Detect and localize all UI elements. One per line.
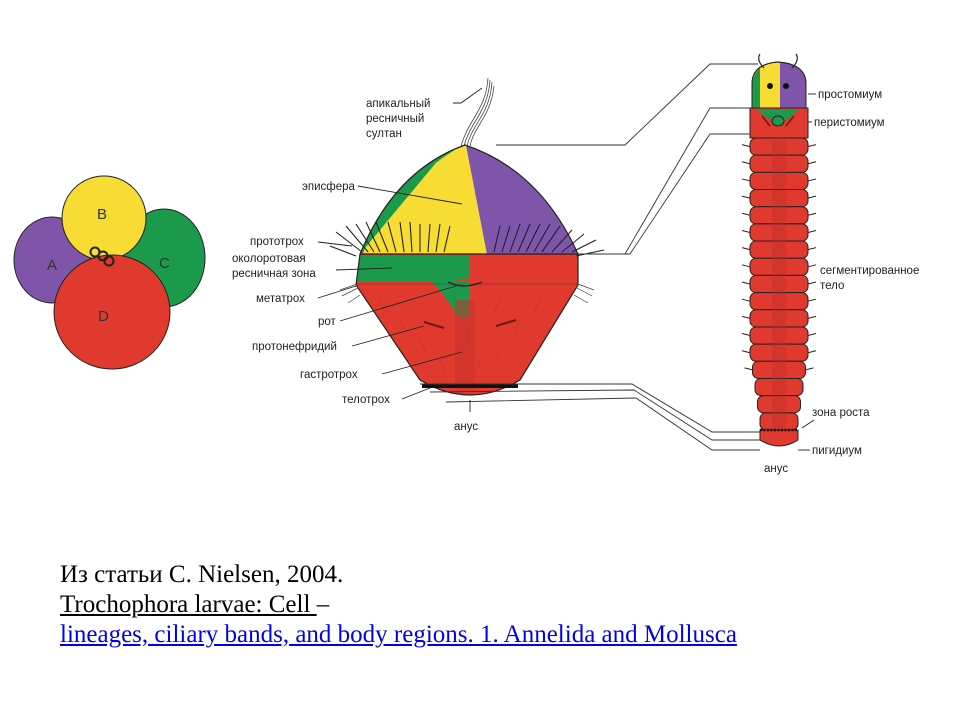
pygidium <box>759 429 799 447</box>
label-metatroch: метатрох <box>256 293 305 305</box>
prototroch-cilia <box>329 221 605 257</box>
trochophore-larva: апикальный ресничный султан эписфера про… <box>232 77 605 433</box>
chaetae <box>741 195 751 199</box>
label-telotroch: телотрох <box>342 394 390 406</box>
label-growth-zone: зона роста <box>812 407 870 419</box>
article-link[interactable]: lineages, ciliary bands, and body region… <box>60 621 737 648</box>
chaetae <box>807 247 817 251</box>
chaetae <box>741 264 751 268</box>
label-segmented-body-1: сегментированное <box>820 265 919 277</box>
chaetae <box>807 178 817 182</box>
label-mouth: рот <box>318 316 337 328</box>
label-pygidium: пигидиум <box>812 445 862 457</box>
label-segmented-body-2: тело <box>820 280 844 292</box>
label-episphere: эписфера <box>302 181 356 193</box>
cell-d <box>53 254 171 370</box>
label-prototroch: прототрох <box>250 236 304 248</box>
caption-dash: – <box>316 591 330 618</box>
chaetae <box>741 315 751 319</box>
caption-line-2: Trochophora larvae: Cell – <box>60 590 760 620</box>
prostomium <box>751 53 807 109</box>
chaetae <box>807 195 817 199</box>
chaetae <box>741 144 751 148</box>
chaetae <box>807 212 817 216</box>
chaetae <box>741 247 751 251</box>
chaetae <box>807 264 817 268</box>
label-protonephridium: протонефридий <box>252 341 337 353</box>
label-peristomium: перистомиум <box>814 117 885 129</box>
chaetae <box>807 281 817 285</box>
segmented-body <box>741 137 817 431</box>
apical-tuft <box>460 77 495 147</box>
chaetae <box>741 229 751 233</box>
four-cell-embryo: A B C D <box>13 175 206 370</box>
chaetae <box>741 178 751 182</box>
chaetae <box>741 161 751 165</box>
label-apical-tuft-2: ресничный <box>366 113 424 125</box>
caption-title-part: Trochophora larvae: Cell <box>60 591 317 618</box>
adult-annelid: простомиум перистомиум сегментированное … <box>741 53 919 475</box>
label-apical-tuft-3: султан <box>366 128 402 140</box>
cell-label-c: C <box>159 255 170 272</box>
chaetae <box>805 367 814 371</box>
polar-body <box>103 255 115 267</box>
chaetae <box>807 333 817 337</box>
chaetae <box>807 229 817 233</box>
protonephridium <box>495 318 517 328</box>
protonephridium <box>423 320 445 330</box>
label-gastrotroch: гастротрох <box>300 369 358 381</box>
label-prostomium: простомиум <box>818 89 882 101</box>
cell-label-b: B <box>97 206 107 223</box>
label-apical-tuft-1: апикальный <box>366 98 430 110</box>
chaetae <box>807 350 817 354</box>
chaetae <box>741 333 751 337</box>
chaetae <box>741 298 751 302</box>
chaetae <box>741 350 751 354</box>
gut <box>772 140 786 428</box>
peristomium <box>749 107 809 139</box>
connector-lines <box>420 63 760 451</box>
cell-label-d: D <box>98 308 109 325</box>
label-adoral-zone-1: околоротовая <box>232 253 306 265</box>
caption-line-1: Из статьи C. Nielsen, 2004. <box>60 561 344 588</box>
chaetae <box>744 367 753 371</box>
chaetae <box>807 298 817 302</box>
chaetae <box>807 161 817 165</box>
label-anus-larva: анус <box>454 421 478 433</box>
chaetae <box>807 144 817 148</box>
chaetae <box>741 281 751 285</box>
chaetae <box>807 315 817 319</box>
caption: Из статьи C. Nielsen, 2004. Trochophora … <box>60 560 760 650</box>
cell-label-a: A <box>47 257 57 274</box>
label-anus-adult: анус <box>764 463 788 475</box>
chaetae <box>741 212 751 216</box>
mouth <box>447 281 483 287</box>
label-adoral-zone-2: ресничная зона <box>232 268 316 280</box>
